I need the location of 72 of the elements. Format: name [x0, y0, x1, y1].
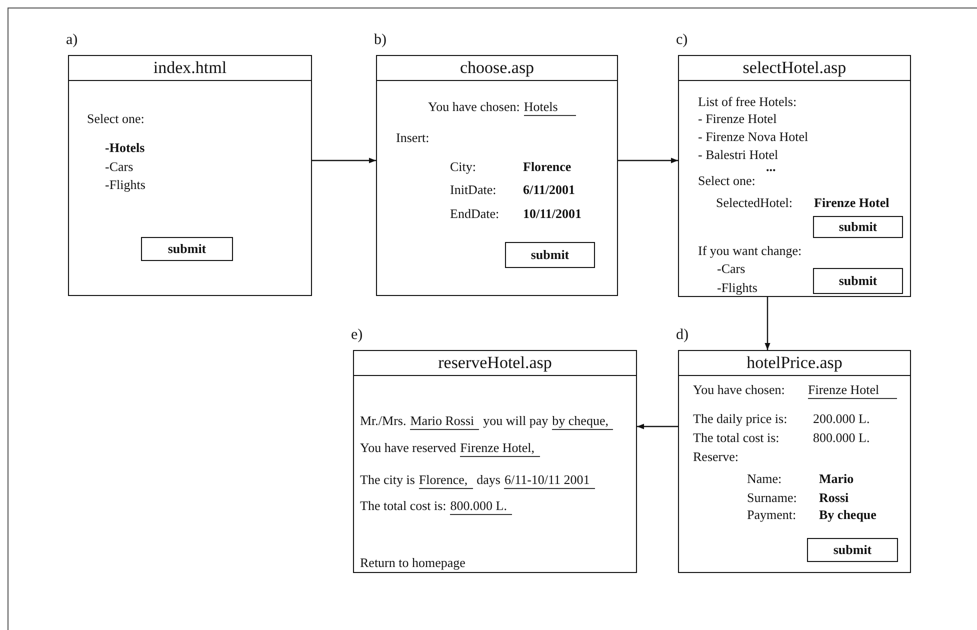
- filled-field: 6/11-10/11 2001: [504, 472, 595, 489]
- arrow: [312, 158, 376, 164]
- panel-label: d): [676, 326, 688, 344]
- form-text: Surname:: [747, 490, 798, 506]
- panel-label: b): [374, 31, 386, 49]
- arrow: [618, 158, 678, 164]
- form-text: Mr./Mrs.: [360, 413, 406, 429]
- form-text: -Flights: [717, 280, 758, 296]
- form-text: The city is: [360, 472, 415, 488]
- page-title: index.html: [69, 56, 311, 81]
- page-mockup: [678, 55, 911, 297]
- form-text: SelectedHotel:: [716, 195, 794, 211]
- form-text: The total cost is:: [360, 498, 446, 514]
- field-value: Mario: [819, 471, 854, 487]
- page-mockup: [353, 350, 637, 573]
- filled-field: Mario Rossi: [410, 413, 480, 430]
- page-mockup: [678, 350, 911, 573]
- page-title: hotelPrice.asp: [679, 351, 910, 376]
- filled-field: Firenze Hotel: [808, 382, 897, 399]
- submit-button: submit: [141, 237, 233, 261]
- form-text: -Cars: [105, 159, 134, 175]
- form-text: The daily price is:: [693, 411, 788, 427]
- page-mockup: [376, 55, 618, 296]
- field-value: Rossi: [819, 490, 849, 506]
- field-value: Firenze Hotel: [814, 195, 890, 211]
- form-text: EndDate:: [450, 206, 500, 222]
- form-text: 200.000 L.: [813, 411, 870, 427]
- panel-label: a): [66, 31, 78, 49]
- field-value: By cheque: [819, 507, 876, 523]
- form-text: List of free Hotels:: [698, 94, 797, 110]
- form-text: - Firenze Nova Hotel: [698, 129, 808, 145]
- form-text: The total cost is:: [693, 430, 780, 446]
- form-text: -Flights: [105, 177, 146, 193]
- submit-button: submit: [505, 242, 595, 268]
- form-text: Reserve:: [693, 449, 738, 465]
- arrow: [637, 424, 678, 430]
- form-text: 800.000 L.: [813, 430, 870, 446]
- page-title: choose.asp: [377, 56, 617, 81]
- form-text: Name:: [747, 471, 783, 487]
- form-text: You have chosen:: [428, 99, 520, 115]
- form-text: Payment:: [747, 507, 798, 523]
- form-text: -Cars: [717, 261, 746, 277]
- filled-field: Hotels: [524, 99, 576, 116]
- submit-button: submit: [813, 216, 903, 238]
- page-title: reserveHotel.asp: [354, 351, 636, 376]
- form-text: You have chosen:: [693, 382, 786, 398]
- filled-field: 800.000 L.: [450, 498, 512, 515]
- filled-field: Firenze Hotel,: [460, 440, 540, 457]
- filled-field: by cheque,: [552, 413, 614, 430]
- field-value: 6/11/2001: [523, 182, 576, 198]
- field-value: 10/11/2001: [523, 206, 582, 222]
- submit-button: submit: [807, 538, 898, 562]
- arrow: [764, 297, 770, 350]
- panel-label: c): [676, 31, 688, 49]
- form-text: InitDate:: [450, 182, 498, 198]
- form-text: If you want change:: [698, 243, 802, 259]
- form-text: you will pay: [483, 413, 548, 429]
- form-text: days: [476, 472, 500, 488]
- form-text: You have reserved: [360, 440, 456, 456]
- form-text: Insert:: [396, 130, 430, 146]
- page-mockup: [68, 55, 312, 296]
- filled-field: Florence,: [418, 472, 473, 489]
- panel-label: e): [351, 326, 363, 344]
- form-text: Return to homepage: [360, 555, 466, 571]
- field-value: Florence: [523, 159, 572, 175]
- page-title: selectHotel.asp: [679, 56, 910, 81]
- form-text: - Firenze Hotel: [698, 111, 777, 127]
- form-text: Select one:: [87, 111, 144, 127]
- form-text: City:: [450, 159, 478, 175]
- form-text: Select one:: [698, 173, 756, 189]
- submit-button: submit: [813, 268, 903, 294]
- field-value: -Hotels: [105, 140, 145, 156]
